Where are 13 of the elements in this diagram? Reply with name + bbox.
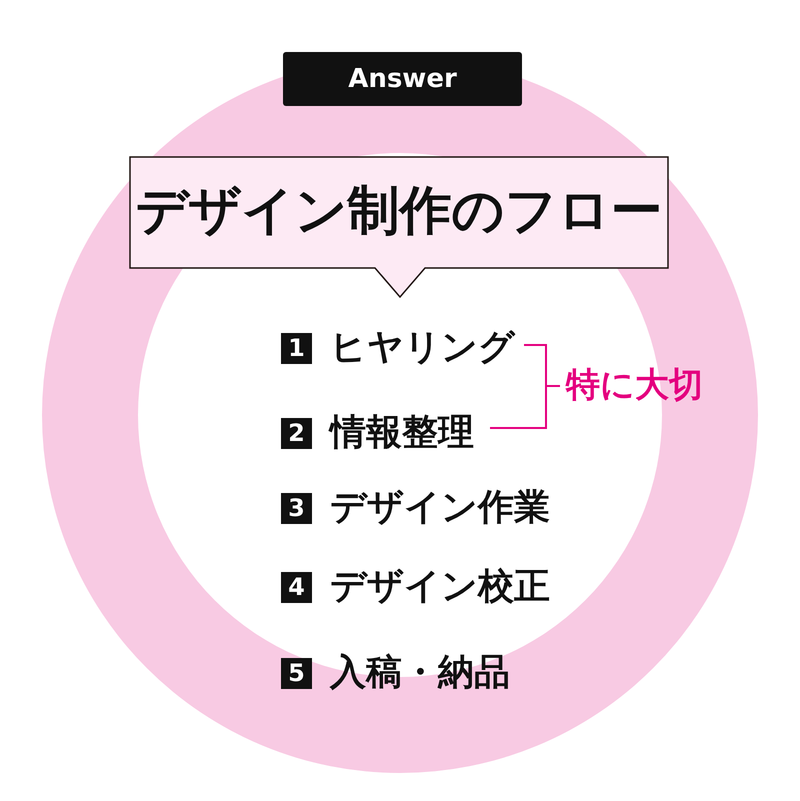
step-label: デザイン校正 <box>330 569 550 605</box>
step-label: デザイン作業 <box>330 490 550 526</box>
step-label: 入稿・納品 <box>330 655 510 691</box>
step-number: 2 <box>281 418 312 448</box>
step-number: 1 <box>281 332 312 364</box>
title-text: デザイン制作のフロー <box>134 185 664 237</box>
step-label: 情報整理 <box>330 415 474 451</box>
answer-tag: Answer <box>283 52 522 106</box>
emphasis-note: 特に大切 <box>566 368 703 402</box>
step-number: 3 <box>281 492 312 524</box>
step-label: ヒヤリング <box>330 330 515 366</box>
step-number: 5 <box>281 658 312 688</box>
step-number: 4 <box>281 572 312 602</box>
